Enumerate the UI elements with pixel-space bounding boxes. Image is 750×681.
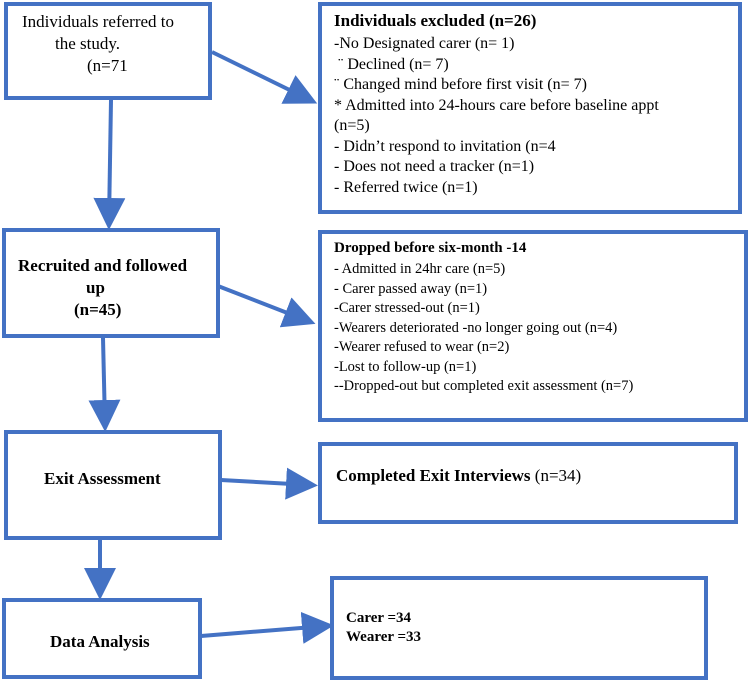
result-box: Carer =34 Wearer =33 [330,576,708,680]
excluded-item: ¨ Changed mind before first visit (n= 7) [334,76,587,93]
arrow-recruited-to-dropped [217,284,316,328]
analysis-label: Data Analysis [50,632,150,651]
dropped-list: - Admitted in 24hr care (n=5) - Carer pa… [334,260,633,397]
dropped-item: - Admitted in 24hr care (n=5) [334,261,506,277]
referred-line2: the study. [55,34,121,53]
arrow-referred-to-recruited [93,99,126,230]
referred-box: Individuals referred to the study. (n=71 [4,2,212,100]
dropped-item: -Wearers deteriorated -no longer going o… [334,319,618,336]
recruited-box: Recruited and followed up (n=45) [2,228,220,338]
excluded-item: -No Designated carer (n= 1) [334,35,515,52]
excluded-box: Individuals excluded (n=26) -No Designat… [318,2,742,214]
excluded-item: - Does not need a tracker (n=1) [334,158,535,175]
dropped-item: -Wearer refused to wear (n=2) [334,339,510,355]
recruited-line1: Recruited and followed [18,256,188,275]
exit-box: Exit Assessment [4,430,222,540]
result-carer: Carer =34 [346,610,412,626]
result-wearer: Wearer =33 [346,629,422,645]
recruited-count: (n=45) [74,300,122,319]
exit-label: Exit Assessment [44,469,161,488]
excluded-item: (n=5) [334,117,370,134]
excluded-item: * Admitted into 24-hours care before bas… [334,96,659,114]
referred-count: (n=71 [87,56,128,75]
excluded-item: ¨ Declined (n= 7) [338,55,449,73]
dropped-item: -Carer stressed-out (n=1) [334,300,480,316]
arrow-analysis-to-result [200,611,334,644]
completed-label: Completed Exit Interviews [336,466,531,485]
excluded-heading: Individuals excluded (n=26) [334,11,537,30]
completed-text: Completed Exit Interviews (n=34) [336,466,581,486]
completed-count: (n=34) [530,466,582,485]
dropped-item: -Lost to follow-up (n=1) [334,358,477,375]
analysis-box: Data Analysis [2,598,202,679]
dropped-item: --Dropped-out but completed exit assessm… [334,378,634,394]
arrow-exit-to-completed [220,467,318,500]
dropped-box: Dropped before six-month -14 - Admitted … [318,230,748,422]
dropped-heading: Dropped before six-month -14 [334,240,527,256]
completed-box: Completed Exit Interviews (n=34) [318,442,738,524]
excluded-item: - Referred twice (n=1) [334,178,478,196]
arrow-recruited-to-exit [88,337,121,432]
referred-line1: Individuals referred to [22,12,174,31]
recruited-line2: up [86,278,105,297]
excluded-item: - Didn’t respond to invitation (n=4 [334,137,556,155]
arrow-referred-to-excluded [211,50,318,104]
dropped-item: - Carer passed away (n=1) [334,280,488,297]
excluded-list: -No Designated carer (n= 1) ¨ Declined (… [334,34,659,198]
